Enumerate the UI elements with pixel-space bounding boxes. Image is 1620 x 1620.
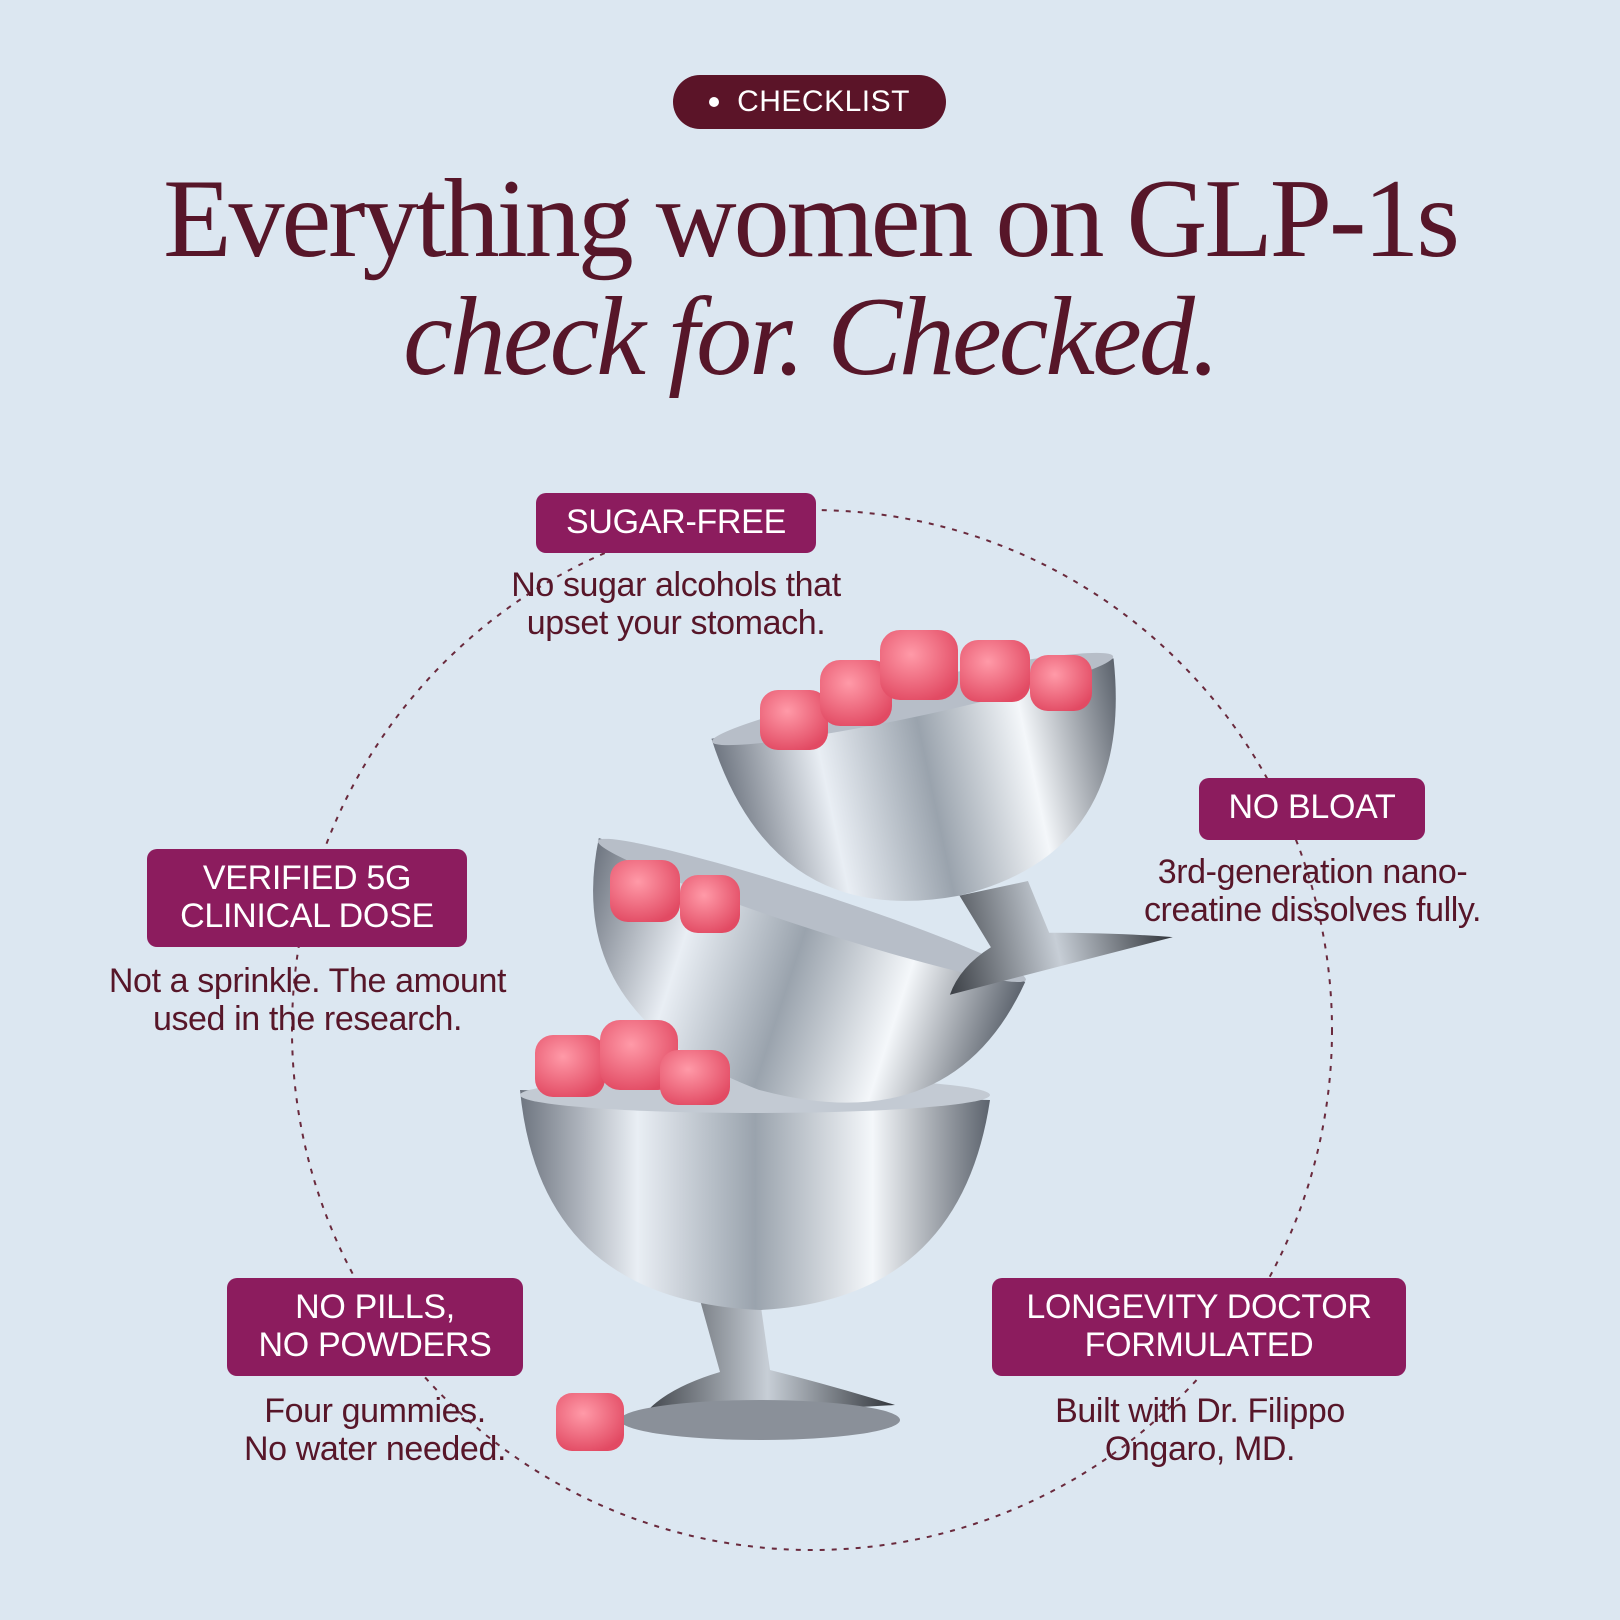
- desc-sugar-free-line-2: upset your stomach.: [526, 604, 826, 642]
- headline-line-2: check for. Checked.: [403, 275, 1220, 399]
- label-longevity-doctor: LONGEVITY DOCTOR FORMULATED: [992, 1278, 1406, 1376]
- desc-sugar-free-line-1: No sugar alcohols that: [511, 566, 841, 604]
- desc-longevity-doctor-line-1: Built with Dr. Filippo: [1055, 1392, 1345, 1430]
- desc-clinical-dose: Not a sprinkle. The amount used in the r…: [70, 962, 545, 1038]
- headline: Everything women on GLP-1s check for. Ch…: [0, 160, 1620, 396]
- desc-no-pills-line-1: Four gummies.: [264, 1392, 486, 1430]
- desc-clinical-dose-line-2: used in the research.: [152, 1000, 463, 1038]
- label-no-bloat: NO BLOAT: [1199, 778, 1425, 840]
- desc-longevity-doctor: Built with Dr. Filippo Ongaro, MD.: [1000, 1392, 1400, 1468]
- desc-no-pills-line-2: No water needed.: [244, 1430, 506, 1468]
- label-sugar-free: SUGAR-FREE: [536, 493, 816, 553]
- bowl-bottom: [520, 1077, 990, 1440]
- desc-sugar-free: No sugar alcohols that upset your stomac…: [456, 566, 896, 642]
- label-no-bloat-text: NO BLOAT: [1228, 788, 1396, 826]
- label-sugar-free-text: SUGAR-FREE: [566, 503, 786, 541]
- desc-clinical-dose-line-1: Not a sprinkle. The amount: [108, 962, 507, 1000]
- label-no-pills-line-2: NO POWDERS: [258, 1326, 492, 1364]
- label-longevity-doctor-line-2: FORMULATED: [1084, 1326, 1314, 1364]
- label-clinical-dose: VERIFIED 5G CLINICAL DOSE: [147, 849, 467, 947]
- checklist-badge-label: CHECKLIST: [737, 85, 910, 118]
- desc-longevity-doctor-line-2: Ongaro, MD.: [1104, 1430, 1296, 1468]
- headline-line-1: Everything women on GLP-1s: [163, 157, 1460, 281]
- label-no-pills-line-1: NO PILLS,: [295, 1288, 455, 1326]
- checklist-badge: CHECKLIST: [673, 75, 946, 129]
- gummies: [535, 630, 1092, 1451]
- bullet-icon: [709, 97, 720, 107]
- desc-no-pills: Four gummies. No water needed.: [205, 1392, 545, 1468]
- desc-no-bloat: 3rd-generation nano- creatine dissolves …: [1110, 853, 1515, 929]
- label-no-pills: NO PILLS, NO POWDERS: [227, 1278, 523, 1376]
- desc-no-bloat-line-1: 3rd-generation nano-: [1157, 853, 1468, 891]
- label-longevity-doctor-line-1: LONGEVITY DOCTOR: [1026, 1288, 1372, 1326]
- desc-no-bloat-line-2: creatine dissolves fully.: [1143, 891, 1482, 929]
- label-clinical-dose-line-2: CLINICAL DOSE: [180, 897, 434, 935]
- label-clinical-dose-line-1: VERIFIED 5G: [202, 859, 412, 897]
